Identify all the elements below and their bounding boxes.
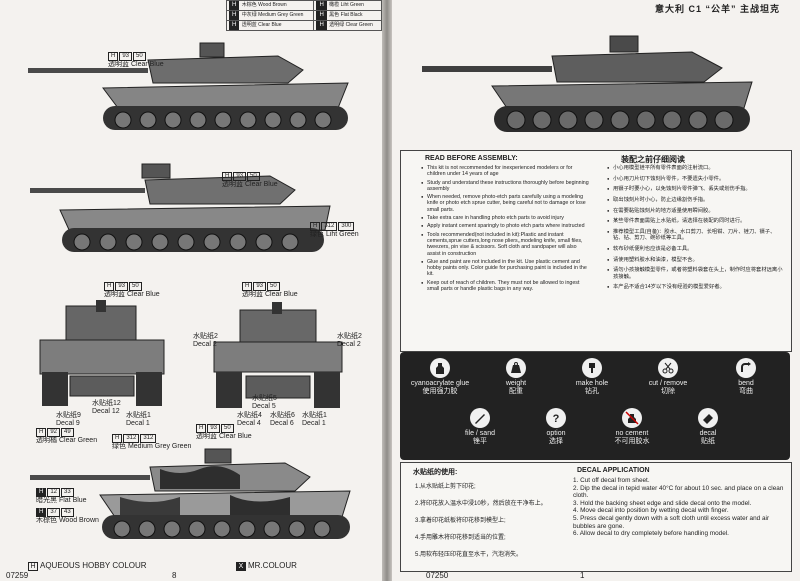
instruction-item-cn: 取出蚀刻片时小心，防止边缘割伤手指。 bbox=[607, 197, 783, 204]
page-gutter bbox=[382, 0, 392, 581]
legend-row: H 透明蓝 Clear Blue H 透明绿 Clear Green bbox=[225, 20, 382, 31]
tank-cover-illustration bbox=[422, 35, 753, 132]
instruction-item-cn: 在需要黏贴蚀刻片的地方适量使用瞬间胶。 bbox=[607, 208, 783, 215]
right-page: 意大利 C1 “公羊” 主战坦克 READ BEFORE ASSEMBLY: 装… bbox=[392, 0, 800, 581]
question-mark-icon: ? bbox=[546, 408, 566, 428]
instruction-item: This kit is not recommended for inexperi… bbox=[421, 165, 591, 178]
decal-step-en: 3. Hold the backing sheet edge and slide… bbox=[573, 499, 752, 507]
decal-step-cn: 5.用软布轻压印花直至水干，汽泡消失。 bbox=[415, 552, 523, 558]
decal-application-box: 水贴纸的使用: DECAL APPLICATION 1.从水贴纸上剪下印花; 2… bbox=[400, 462, 792, 572]
legend-row: H 中灰绿 Medium Grey Green H 黑色 Flat Black bbox=[225, 10, 382, 21]
page-title: 意大利 C1 “公羊” 主战坦克 bbox=[654, 4, 780, 14]
decal-step-en: 5. Press decal gently down with a soft c… bbox=[573, 514, 770, 530]
no-glue-icon bbox=[622, 408, 642, 428]
tank-rear-view bbox=[213, 302, 343, 408]
instruction-item-cn: 某些零件表面需贴上水贴纸，请选择在装配的同时进行。 bbox=[607, 218, 783, 225]
colour-legend: H 木棕色 Wood Brown H 橄榄 Liht Green H 中灰绿 M… bbox=[225, 0, 382, 31]
instructions-list-en: This kit is not recommended for inexperi… bbox=[421, 165, 591, 294]
tank-side-view-1 bbox=[28, 42, 349, 130]
instruction-item: Glue and paint are not included in the k… bbox=[421, 259, 591, 278]
drill-icon bbox=[582, 358, 602, 378]
decal-step-cn: 4.手用雕木将印花移到适当的位置; bbox=[415, 535, 506, 541]
tank-side-view-2 bbox=[30, 163, 331, 252]
bend-arrow-icon bbox=[736, 358, 756, 378]
instruction-item-cn: 小心用模型锉平所有零件表面的注射流口。 bbox=[607, 165, 783, 172]
read-before-heading-cn: 装配之前仔细阅读 bbox=[621, 155, 685, 164]
decal-step-en: 1. Cut off decal from sheet. bbox=[573, 477, 650, 484]
instruction-item: Apply instant cement sparingly to photo … bbox=[421, 223, 591, 230]
decal-icon bbox=[698, 408, 718, 428]
instruction-item-cn: 小心用刀片切下蚀刻片零件，不要遗失小零件。 bbox=[607, 176, 783, 183]
weight-icon bbox=[506, 358, 526, 378]
decal-step-cn: 1.从水贴纸上剪下印花; bbox=[415, 484, 476, 490]
instruction-item-cn: 本产品不适合14岁以下没有经验的模型爱好者。 bbox=[607, 284, 783, 291]
instruction-item: Take extra care in handling photo etch p… bbox=[421, 215, 591, 222]
legend-row: H 木棕色 Wood Brown H 橄榄 Liht Green bbox=[225, 0, 382, 11]
read-before-heading: READ BEFORE ASSEMBLY: bbox=[425, 155, 518, 162]
svg-text:?: ? bbox=[553, 413, 560, 425]
decal-step-en: 2. Dip the decal in tepid water 40°C for… bbox=[573, 484, 784, 500]
decal-heading-cn: 水贴纸的使用: bbox=[413, 469, 458, 476]
file-icon bbox=[470, 408, 490, 428]
decal-step-cn: 3.拿着印花纸板将印花移到模型上; bbox=[415, 518, 506, 524]
instruction-item-cn: 用镊子时要小心，以免蚀刻片零件弹飞、丢失或划伤手指。 bbox=[607, 186, 783, 193]
decal-step-en: 4. Move decal into position by wetting d… bbox=[573, 507, 729, 515]
page-number: 8 bbox=[172, 571, 177, 580]
decal-step-en: 6. Allow decal to dry completely before … bbox=[573, 530, 729, 538]
decal-step-cn: 2.将印花放入温水中浸10秒，然后放在干净布上。 bbox=[415, 501, 547, 507]
tank-camouflage-side-view bbox=[30, 448, 351, 539]
page-number: 1 bbox=[580, 571, 585, 580]
instruction-item: Tools recommended(not included in kit):P… bbox=[421, 232, 591, 257]
instruction-item: When needed, remove photo-etch parts car… bbox=[421, 194, 591, 213]
scissors-icon bbox=[658, 358, 678, 378]
decal-steps-en: 1. Cut off decal from sheet. 2. Dip the … bbox=[573, 477, 785, 538]
instruction-item: Study and understand these instructions … bbox=[421, 180, 591, 193]
left-page: H 木棕色 Wood Brown H 橄榄 Liht Green H 中灰绿 M… bbox=[0, 0, 382, 581]
read-before-assembly-box: READ BEFORE ASSEMBLY: 装配之前仔细阅读 This kit … bbox=[400, 150, 792, 352]
decal-heading-en: DECAL APPLICATION bbox=[577, 467, 650, 474]
glue-bottle-icon bbox=[430, 358, 450, 378]
instruction-item-cn: 请勿小孩接触模型零件，或者将塑料袋套在头上，制作时应将套材远离小孩接触。 bbox=[607, 267, 783, 280]
kit-code: 07259 bbox=[6, 571, 29, 580]
tank-front-view bbox=[39, 300, 165, 406]
instruction-item-cn: 软布砂纸便利也应该是必备工具。 bbox=[607, 246, 783, 253]
instruction-item-cn: 请使用塑料胶水和油漆，模型不含。 bbox=[607, 257, 783, 264]
kit-code: 07250 bbox=[426, 571, 449, 580]
instruction-item-cn: 推荐模型工具(自备)：胶水、水口剪刀、长咀钳、刀片、锉刀、镊子、钻、钻、剪刀、碗… bbox=[607, 229, 783, 242]
instruction-item: Keep out of reach of children. They must… bbox=[421, 280, 591, 293]
decal-steps-cn: 1.从水贴纸上剪下印花; 2.将印花放入温水中浸10秒，然后放在干净布上。 3.… bbox=[415, 483, 565, 568]
instructions-list-cn: 小心用模型锉平所有零件表面的注射流口。 小心用刀片切下蚀刻片零件，不要遗失小零件… bbox=[607, 165, 783, 295]
